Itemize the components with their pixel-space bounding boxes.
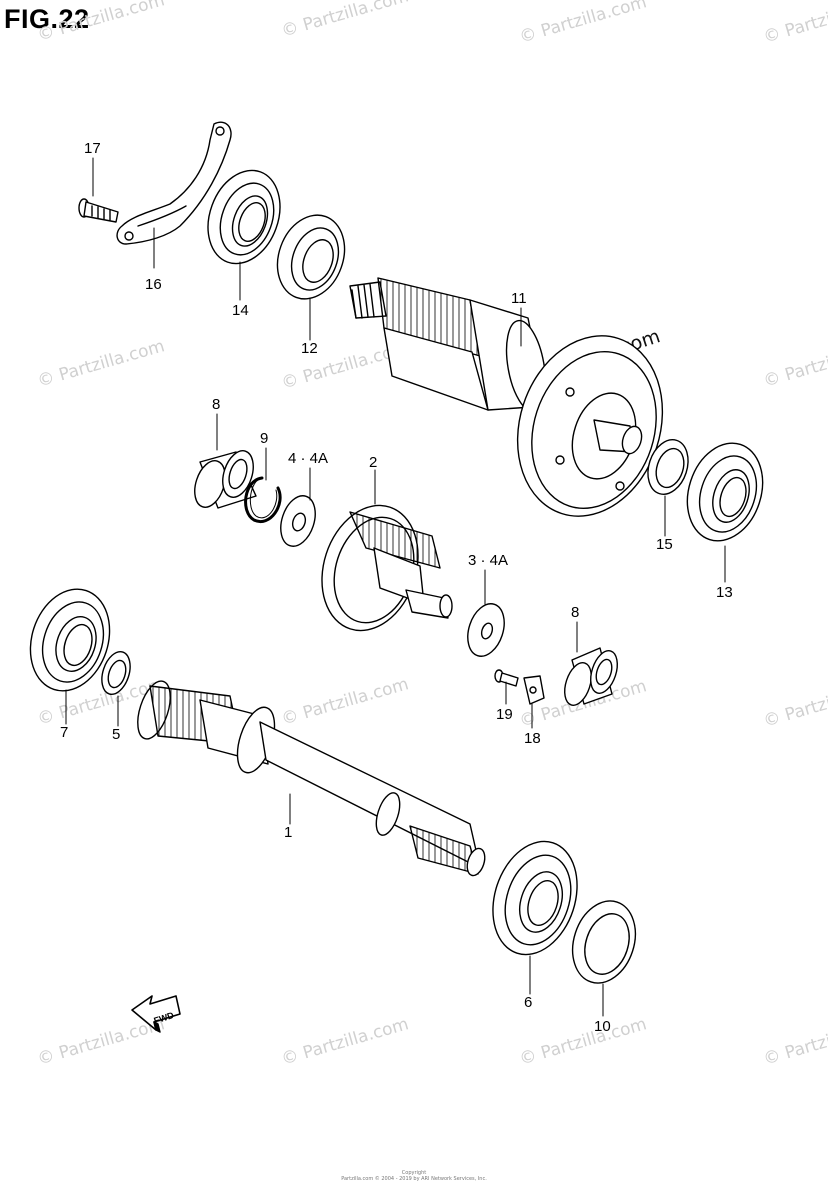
screw-part-17 — [78, 198, 119, 223]
washer-part-5 — [101, 650, 131, 696]
callout-10: 10 — [594, 1018, 611, 1035]
callout-8-lower: 8 — [571, 604, 580, 621]
needle-bearing-part-8a — [194, 450, 257, 509]
callout-14: 14 — [232, 302, 249, 319]
callout-5: 5 — [112, 726, 121, 743]
callout-17: 17 — [84, 140, 101, 157]
thrust-washer-part-3 — [467, 603, 505, 657]
callout-6: 6 — [524, 994, 533, 1011]
reduction-gear-part-2 — [321, 504, 453, 632]
copyright-footer: Copyright Partzilla.com © 2004 - 2019 by… — [0, 1170, 828, 1182]
figure-title: FIG.22 — [4, 4, 90, 34]
oil-seal-part-12 — [276, 214, 346, 300]
callout-15: 15 — [656, 536, 673, 553]
leader-lines — [65, 157, 726, 1017]
forward-arrow-icon — [131, 995, 181, 1033]
callout-4-4a: 4 · 4A — [288, 450, 329, 467]
callout-11: 11 — [511, 290, 527, 307]
bearing-part-13 — [686, 442, 764, 542]
callout-19: 19 — [496, 706, 513, 723]
copyright-line-2: Partzilla.com © 2004 - 2019 by ARI Netwo… — [341, 1176, 487, 1182]
bearing-part-7 — [29, 588, 111, 692]
callout-3-4a: 3 · 4A — [468, 552, 509, 569]
callout-1: 1 — [284, 824, 293, 841]
counter-shaft-part-11 — [349, 277, 664, 517]
screw-part-19 — [494, 669, 519, 687]
bearing-retainer-part-16 — [116, 121, 232, 245]
callout-7: 7 — [60, 724, 69, 741]
callout-12: 12 — [301, 340, 318, 357]
callout-18: 18 — [524, 730, 541, 747]
copyright-line-1: Copyright — [401, 1170, 427, 1176]
callout-2: 2 — [369, 454, 378, 471]
circlip-part-9 — [244, 476, 282, 524]
callout-8-upper: 8 — [212, 396, 221, 413]
lock-plate-part-18 — [523, 675, 545, 705]
main-shaft-part-1 — [137, 680, 486, 877]
washer-part-15 — [647, 439, 689, 495]
callout-13: 13 — [716, 584, 733, 601]
oil-seal-part-10 — [571, 900, 637, 984]
bearing-part-6 — [492, 840, 578, 956]
callout-9: 9 — [260, 430, 269, 447]
callout-16: 16 — [145, 276, 162, 293]
needle-bearing-part-8b — [564, 647, 618, 706]
thrust-washer-part-4 — [280, 495, 316, 547]
bearing-part-14 — [207, 169, 281, 265]
